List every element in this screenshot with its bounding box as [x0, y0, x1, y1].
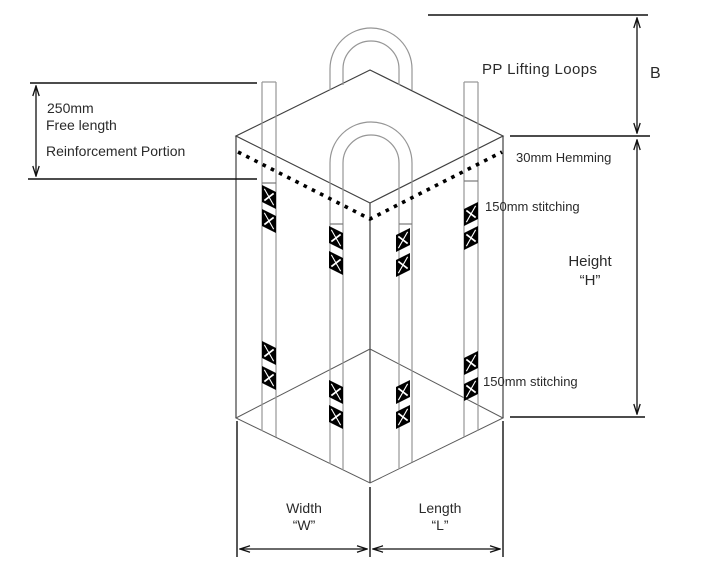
bag-outline: [234, 69, 505, 484]
length-label: Length: [418, 500, 462, 516]
pp-lifting-loops-label: PP Lifting Loops: [482, 61, 598, 78]
height-label: Height: [568, 253, 612, 270]
free-length-value-label: 250mm: [47, 100, 94, 116]
stitch-mark: [396, 379, 410, 405]
stitching-bottom-label: 150mm stitching: [483, 374, 578, 389]
stitch-mark: [464, 350, 478, 376]
stitch-mark: [396, 227, 410, 253]
stitch-mark: [262, 208, 276, 234]
back-lifting-loop: [329, 27, 413, 90]
stitch-mark: [262, 340, 276, 366]
free-length-label: Free length: [46, 117, 117, 133]
stitch-mark: [396, 404, 410, 430]
corner-strap-right: [463, 81, 479, 437]
width-label: Width: [286, 500, 322, 516]
stitch-mark: [262, 184, 276, 210]
height-symbol-label: “H”: [579, 272, 601, 289]
dim-free-length: [28, 82, 257, 180]
stitching-top-label: 150mm stitching: [485, 199, 580, 214]
dim-width-length: [236, 421, 504, 557]
stitch-mark: [464, 376, 478, 402]
stitch-mark: [464, 201, 478, 227]
front-lifting-loop: [329, 121, 413, 164]
length-symbol-label: “L”: [431, 517, 449, 533]
reinforcement-portion-label: Reinforcement Portion: [46, 143, 186, 159]
loop-height-b-label: B: [650, 65, 661, 82]
stitch-mark: [396, 252, 410, 278]
stitch-marks: [262, 184, 478, 430]
stitch-mark: [262, 365, 276, 391]
width-symbol-label: “W”: [292, 517, 316, 533]
hemming-dotted-line: [237, 150, 503, 222]
bag-bottom-face: [234, 348, 505, 484]
stitch-mark: [329, 379, 343, 405]
stitch-mark: [464, 225, 478, 251]
stitch-mark: [329, 225, 343, 251]
dim-height: [510, 140, 645, 418]
dim-loop-height-b: [428, 14, 650, 137]
stitch-mark: [329, 404, 343, 430]
stitch-mark: [329, 250, 343, 276]
hemming-label: 30mm Hemming: [516, 150, 612, 165]
